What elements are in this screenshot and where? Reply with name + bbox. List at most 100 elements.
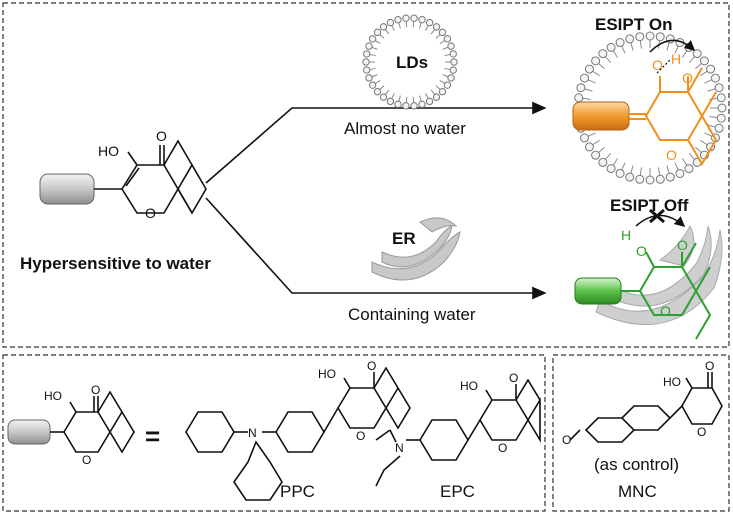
probe-ring-o: O [145, 205, 156, 221]
lipid-head [373, 87, 382, 96]
lipid-head [418, 15, 426, 24]
lipid-head [598, 157, 608, 167]
lipid-head [714, 83, 724, 93]
on-ring-o: O [666, 147, 677, 163]
on-h: H [671, 51, 681, 67]
mnc-methoxy-o: O [562, 433, 571, 447]
ppc-n: N [248, 426, 257, 440]
lipid-head [365, 42, 373, 50]
lipid-head [574, 93, 584, 103]
lipid-head [363, 50, 371, 58]
lipid-head [373, 28, 382, 37]
epc-n: N [395, 441, 404, 455]
lipid-head [447, 74, 455, 82]
lipid-head [443, 81, 452, 89]
lipid-head [443, 35, 452, 43]
lipid-head [447, 42, 455, 50]
lipid-head [699, 56, 709, 66]
lds-droplet [362, 14, 458, 110]
on-o-left: O [652, 57, 663, 73]
lipid-head [379, 93, 388, 101]
off-proton-transfer-arrow [635, 214, 686, 227]
lipid-head [625, 34, 635, 44]
lipid-head [615, 38, 625, 48]
lipid-head [606, 164, 616, 174]
lipid-head [580, 133, 590, 143]
bottom-ho: HO [44, 389, 62, 403]
esipt-off-er-background [595, 224, 723, 325]
mnc-carbonyl-o: O [705, 359, 714, 373]
lipid-head [645, 31, 655, 41]
lipid-head [386, 97, 395, 106]
epc-carbonyl-o: O [509, 371, 518, 385]
mnc-label: MNC [618, 482, 657, 501]
lipid-head [379, 23, 388, 31]
top-panel-frame [2, 2, 730, 348]
lipid-head [584, 142, 594, 152]
lipid-head [635, 32, 645, 42]
probe-structure: HO O O [39, 128, 207, 221]
bottom-generic-probe: HO O O [7, 383, 135, 467]
lipid-head [655, 174, 665, 184]
lipid-head [598, 49, 608, 59]
lipid-head [706, 64, 716, 74]
epc-ring-o: O [498, 441, 507, 455]
er-organelle [371, 217, 461, 281]
lipid-head [450, 58, 458, 66]
lipid-head [717, 103, 727, 113]
lipid-head [363, 66, 371, 74]
lipid-head [580, 73, 590, 83]
control-panel-frame [552, 354, 730, 512]
bottom-carbonyl-o: O [91, 383, 100, 397]
er-label: ER [392, 229, 416, 248]
equals-sign: = [145, 421, 160, 451]
lipid-head [418, 100, 426, 109]
lipid-head [625, 172, 635, 182]
off-ring-o: O [660, 303, 671, 319]
almost-no-water-label: Almost no water [344, 119, 466, 138]
mnc-structure: O HO O O [562, 359, 723, 447]
epc-ho: HO [460, 379, 478, 393]
lipid-head [606, 42, 616, 52]
lipid-head [716, 113, 726, 123]
off-h: H [621, 227, 631, 243]
orange-scaffold-block [572, 101, 630, 131]
as-control-label: (as control) [594, 455, 679, 474]
lipid-head [615, 168, 625, 178]
on-o-right: O [682, 70, 693, 86]
lipid-head [402, 14, 410, 22]
lipid-head [684, 164, 694, 174]
epc-structure: N HO O O [375, 371, 541, 487]
off-o-left: O [636, 243, 647, 259]
lipid-head [402, 102, 410, 110]
esipt-on-structure: O H O O [572, 39, 718, 166]
lipid-head [714, 123, 724, 133]
lipid-head [368, 81, 377, 89]
esipt-on-label: ESIPT On [595, 15, 672, 34]
epc-label: EPC [440, 482, 475, 501]
lipid-head [425, 97, 434, 106]
lipid-head [410, 14, 418, 22]
bottom-ring-o: O [82, 453, 91, 467]
lipid-head [591, 150, 601, 160]
lipid-head [645, 175, 655, 185]
probe-scaffold-block [39, 173, 95, 205]
probe-carbonyl-o: O [156, 128, 167, 144]
lipid-head [432, 93, 441, 101]
blocked-cross-icon [649, 208, 665, 224]
ppc-ho: HO [318, 367, 336, 381]
arrow-to-er [205, 197, 547, 300]
off-o-right: O [677, 237, 688, 253]
lipid-head [438, 87, 447, 96]
lipid-head [449, 66, 457, 74]
lipid-head [365, 74, 373, 82]
ppc-structure: N HO O O [185, 359, 411, 501]
lipid-head [394, 100, 402, 109]
lds-label: LDs [396, 53, 428, 72]
probe-ho-label: HO [98, 143, 119, 159]
lipid-head [576, 83, 586, 93]
compounds-panel-frame [2, 354, 546, 512]
lipid-head [386, 18, 395, 27]
hypersensitive-label: Hypersensitive to water [20, 254, 211, 273]
